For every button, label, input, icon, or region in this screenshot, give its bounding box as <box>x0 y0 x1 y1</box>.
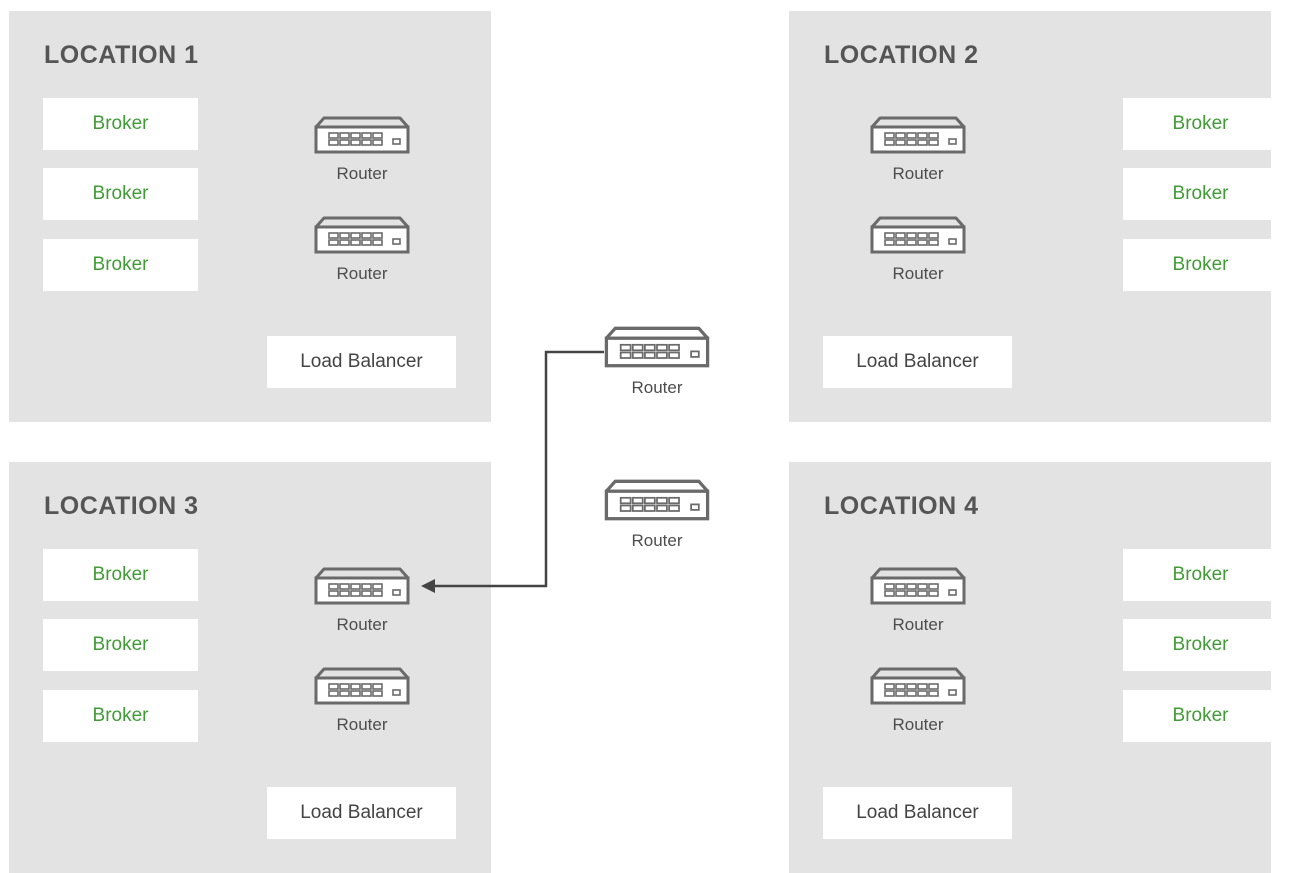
broker-box: Broker <box>43 549 198 601</box>
router-label: Router <box>892 264 944 283</box>
network-switch-icon <box>604 479 710 521</box>
network-switch-icon <box>314 216 410 254</box>
broker-box: Broker <box>1123 690 1278 742</box>
router-label: Router <box>631 378 683 397</box>
network-switch-icon <box>604 326 710 368</box>
location-3-zone: LOCATION 3 Broker Broker Broker Router R… <box>9 462 491 873</box>
network-switch-icon <box>314 667 410 705</box>
broker-box: Broker <box>43 168 198 220</box>
broker-box: Broker <box>43 98 198 150</box>
broker-box: Broker <box>1123 168 1278 220</box>
network-switch-icon <box>870 216 966 254</box>
router-label: Router <box>336 164 388 183</box>
load-balancer-box: Load Balancer <box>267 787 456 839</box>
broker-box: Broker <box>1123 619 1278 671</box>
network-switch-icon <box>870 667 966 705</box>
router-node: Router <box>863 666 973 736</box>
network-switch-icon <box>314 567 410 605</box>
router-label: Router <box>336 615 388 634</box>
location-title: LOCATION 1 <box>44 41 199 69</box>
location-1-zone: LOCATION 1 Broker Broker Broker Router R… <box>9 11 491 422</box>
router-node: Router <box>307 566 417 636</box>
location-2-zone: LOCATION 2 Router Router Broker Broker B… <box>789 11 1278 422</box>
router-label: Router <box>892 164 944 183</box>
location-title: LOCATION 2 <box>824 41 979 69</box>
router-label: Router <box>336 264 388 283</box>
central-router-node: Router <box>604 325 710 397</box>
router-node: Router <box>863 215 973 285</box>
broker-box: Broker <box>43 239 198 291</box>
load-balancer-box: Load Balancer <box>267 336 456 388</box>
broker-box: Broker <box>43 619 198 671</box>
router-label: Router <box>336 715 388 734</box>
broker-box: Broker <box>43 690 198 742</box>
network-switch-icon <box>870 567 966 605</box>
network-switch-icon <box>314 116 410 154</box>
location-4-zone: LOCATION 4 Router Router Broker Broker B… <box>789 462 1278 873</box>
router-label: Router <box>631 531 683 550</box>
router-node: Router <box>863 115 973 185</box>
load-balancer-box: Load Balancer <box>823 787 1012 839</box>
router-node: Router <box>307 115 417 185</box>
broker-box: Broker <box>1123 239 1278 291</box>
load-balancer-box: Load Balancer <box>823 336 1012 388</box>
router-node: Router <box>863 566 973 636</box>
location-title: LOCATION 3 <box>44 492 199 520</box>
central-router-node: Router <box>604 478 710 550</box>
router-label: Router <box>892 715 944 734</box>
broker-box: Broker <box>1123 98 1278 150</box>
router-node: Router <box>307 215 417 285</box>
network-switch-icon <box>870 116 966 154</box>
router-label: Router <box>892 615 944 634</box>
broker-box: Broker <box>1123 549 1278 601</box>
router-node: Router <box>307 666 417 736</box>
location-title: LOCATION 4 <box>824 492 979 520</box>
